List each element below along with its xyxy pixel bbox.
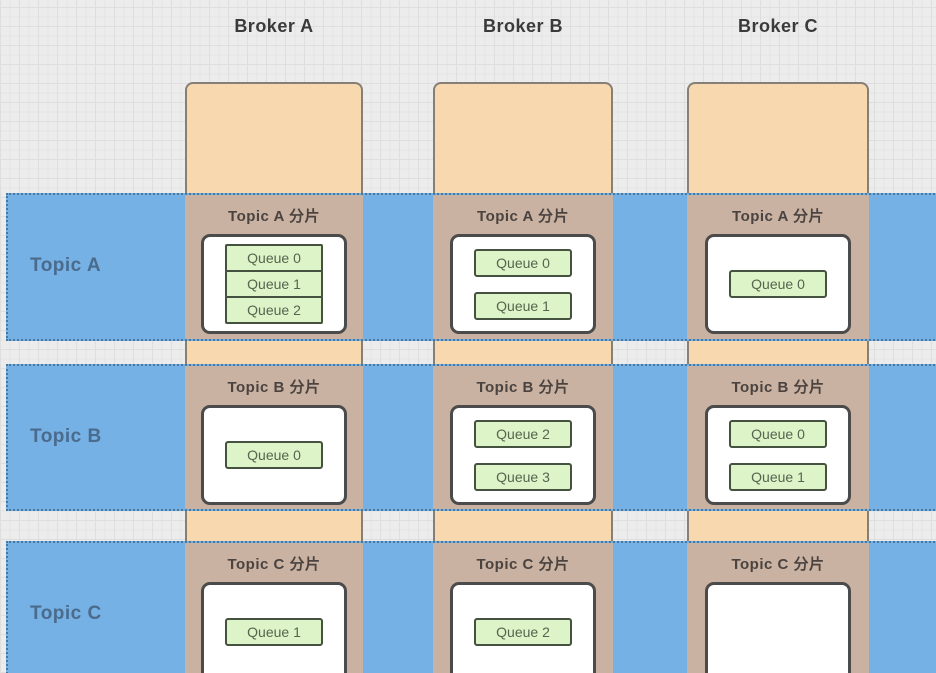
broker-b-label: Broker B: [482, 16, 564, 36]
shard-topic-a-broker-c: Topic A 分片 Queue 0: [687, 195, 869, 339]
queue-box: Queue 0: [729, 270, 827, 298]
shard-topic-b-broker-b: Topic B 分片 Queue 2 Queue 3: [433, 366, 613, 509]
topic-a-label: Topic A: [30, 255, 102, 276]
queue-box: Queue 0: [729, 419, 827, 448]
queue-box: Queue 0: [474, 248, 572, 277]
shard-title: Topic C 分片: [227, 556, 321, 573]
queue-box: Queue 1: [729, 462, 827, 491]
queue-box: Queue 1: [474, 291, 572, 320]
shard-topic-a-broker-a: Topic A 分片 Queue 0 Queue 1 Queue 2: [185, 195, 363, 339]
queue-container: Queue 1: [201, 582, 347, 673]
shard-topic-c-broker-a: Topic C 分片 Queue 1: [185, 543, 363, 673]
topic-a-row: Topic A Topic A 分片 Queue 0 Queue 1 Queue…: [6, 193, 936, 341]
shard-topic-a-broker-b: Topic A 分片 Queue 0 Queue 1: [433, 195, 613, 339]
queue-box: Queue 2: [474, 618, 572, 646]
shard-title: Topic C 分片: [731, 556, 825, 573]
shard-title: Topic C 分片: [476, 556, 570, 573]
broker-c-label: Broker C: [737, 16, 819, 36]
queue-container-empty: [705, 582, 851, 673]
shard-topic-c-broker-b: Topic C 分片 Queue 2: [433, 543, 613, 673]
shard-title: Topic A 分片: [228, 208, 320, 225]
queue-container: Queue 0 Queue 1: [450, 234, 596, 334]
shard-title: Topic B 分片: [227, 379, 321, 396]
shard-title: Topic B 分片: [731, 379, 825, 396]
shard-topic-b-broker-c: Topic B 分片 Queue 0 Queue 1: [687, 366, 869, 509]
queue-box: Queue 0: [225, 244, 323, 272]
queue-box: Queue 1: [225, 270, 323, 298]
topic-b-label: Topic B: [30, 426, 102, 447]
shard-topic-c-broker-c: Topic C 分片: [687, 543, 869, 673]
shard-title: Topic A 分片: [477, 208, 569, 225]
queue-box: Queue 2: [474, 419, 572, 448]
queue-box: Queue 0: [225, 441, 323, 469]
queue-box: Queue 1: [225, 618, 323, 646]
broker-a-label: Broker A: [234, 16, 314, 36]
topic-c-row: Topic C Topic C 分片 Queue 1 Topic C 分片 Qu…: [6, 541, 936, 673]
queue-container: Queue 0: [705, 234, 851, 334]
shard-title: Topic B 分片: [476, 379, 570, 396]
queue-container: Queue 0 Queue 1 Queue 2: [201, 234, 347, 334]
queue-box: Queue 3: [474, 462, 572, 491]
shard-title: Topic A 分片: [732, 208, 824, 225]
queue-box: Queue 2: [225, 296, 323, 324]
queue-container: Queue 0 Queue 1: [705, 405, 851, 505]
topic-c-label: Topic C: [30, 603, 102, 624]
queue-container: Queue 2 Queue 3: [450, 405, 596, 505]
queue-container: Queue 0: [201, 405, 347, 505]
topic-b-row: Topic B Topic B 分片 Queue 0 Topic B 分片 Qu…: [6, 364, 936, 511]
shard-topic-b-broker-a: Topic B 分片 Queue 0: [185, 366, 363, 509]
queue-container: Queue 2: [450, 582, 596, 673]
